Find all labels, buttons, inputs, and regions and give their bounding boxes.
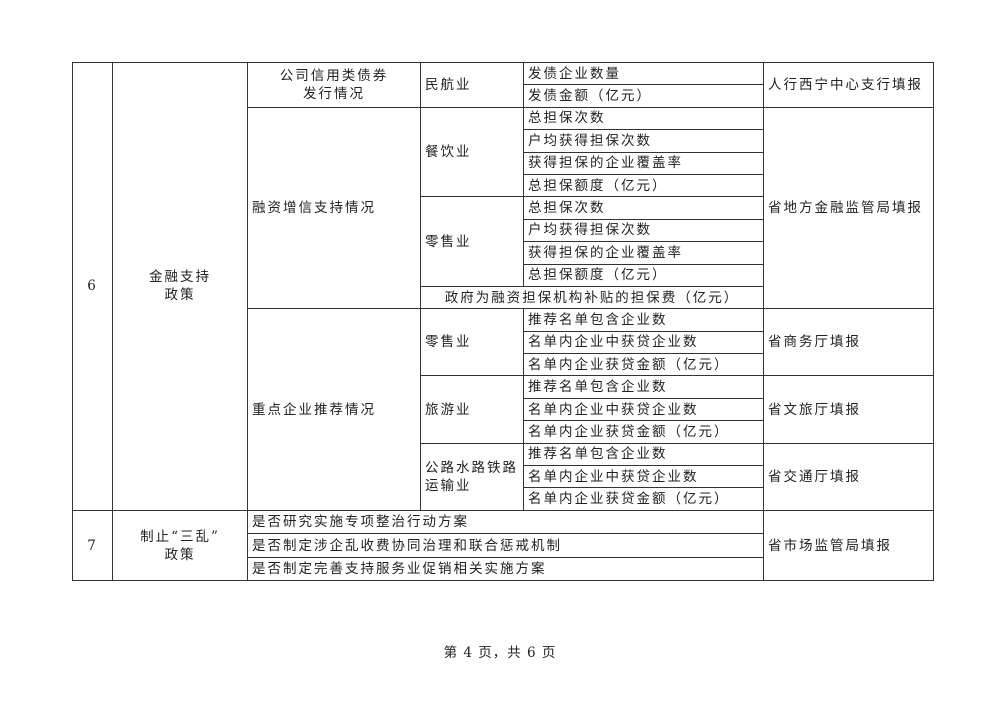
page-number: 第 4 页，共 6 页 xyxy=(443,645,557,661)
indicator-cell: 总担保次数 xyxy=(523,196,764,220)
indicator-cell: 是否制定涉企乱收费协同治理和联合惩戒机制 xyxy=(247,533,764,558)
indicator-cell: 发债金额（亿元） xyxy=(523,84,764,108)
indicator-cell: 政府为融资担保机构补贴的担保费（亿元） xyxy=(420,285,764,310)
indicator-cell: 名单内企业获贷金额（亿元） xyxy=(523,420,764,444)
subcategory-cell: 公司信用类债券发行情况 xyxy=(247,62,421,108)
indicator-cell: 名单内企业获贷金额（亿元） xyxy=(523,487,764,511)
indicator-cell: 名单内企业中获贷企业数 xyxy=(523,330,764,355)
reporter-cell: 省商务厅填报 xyxy=(763,308,934,377)
indicator-cell: 户均获得担保次数 xyxy=(523,129,764,153)
category-cell: 制止“三乱”政策 xyxy=(112,509,248,582)
industry-cell: 餐饮业 xyxy=(420,106,524,198)
indicator-cell: 名单内企业中获贷企业数 xyxy=(523,465,764,489)
industry-cell: 零售业 xyxy=(420,196,524,287)
industry-cell: 零售业 xyxy=(420,308,524,377)
indicator-cell: 总担保额度（亿元） xyxy=(523,173,764,198)
row-number: 7 xyxy=(72,509,113,582)
indicator-cell: 是否制定完善支持服务业促销相关实施方案 xyxy=(247,556,764,582)
indicator-cell: 获得担保的企业覆盖率 xyxy=(523,151,764,175)
indicator-cell: 推荐名单包含企业数 xyxy=(523,308,764,332)
indicator-table: 6 金融支持政策 公司信用类债券发行情况 民航业 发债企业数量 人行西宁中心支行… xyxy=(72,61,934,582)
industry-cell: 公路水路铁路运输业 xyxy=(420,442,524,511)
reporter-cell: 省交通厅填报 xyxy=(763,442,934,511)
indicator-cell: 总担保额度（亿元） xyxy=(523,263,764,287)
industry-cell: 民航业 xyxy=(420,62,524,108)
subcategory-cell: 融资增信支持情况 xyxy=(247,106,421,310)
indicator-cell: 发债企业数量 xyxy=(523,61,764,86)
category-cell: 金融支持政策 xyxy=(112,62,248,511)
indicator-cell: 名单内企业中获贷企业数 xyxy=(523,397,764,422)
subcategory-cell: 重点企业推荐情况 xyxy=(247,308,421,511)
reporter-cell: 人行西宁中心支行填报 xyxy=(763,62,934,108)
indicator-cell: 总担保次数 xyxy=(523,106,764,131)
indicator-cell: 推荐名单包含企业数 xyxy=(523,375,764,399)
reporter-cell: 省市场监管局填报 xyxy=(763,509,934,582)
indicator-cell: 获得担保的企业覆盖率 xyxy=(523,241,764,265)
indicator-cell: 户均获得担保次数 xyxy=(523,218,764,243)
industry-cell: 旅游业 xyxy=(420,375,524,444)
reporter-cell: 省地方金融监管局填报 xyxy=(763,106,934,310)
indicator-cell: 是否研究实施专项整治行动方案 xyxy=(247,509,764,535)
indicator-cell: 名单内企业获贷金额（亿元） xyxy=(523,353,764,377)
row-number: 6 xyxy=(72,62,113,511)
reporter-cell: 省文旅厅填报 xyxy=(763,375,934,444)
indicator-cell: 推荐名单包含企业数 xyxy=(523,442,764,467)
